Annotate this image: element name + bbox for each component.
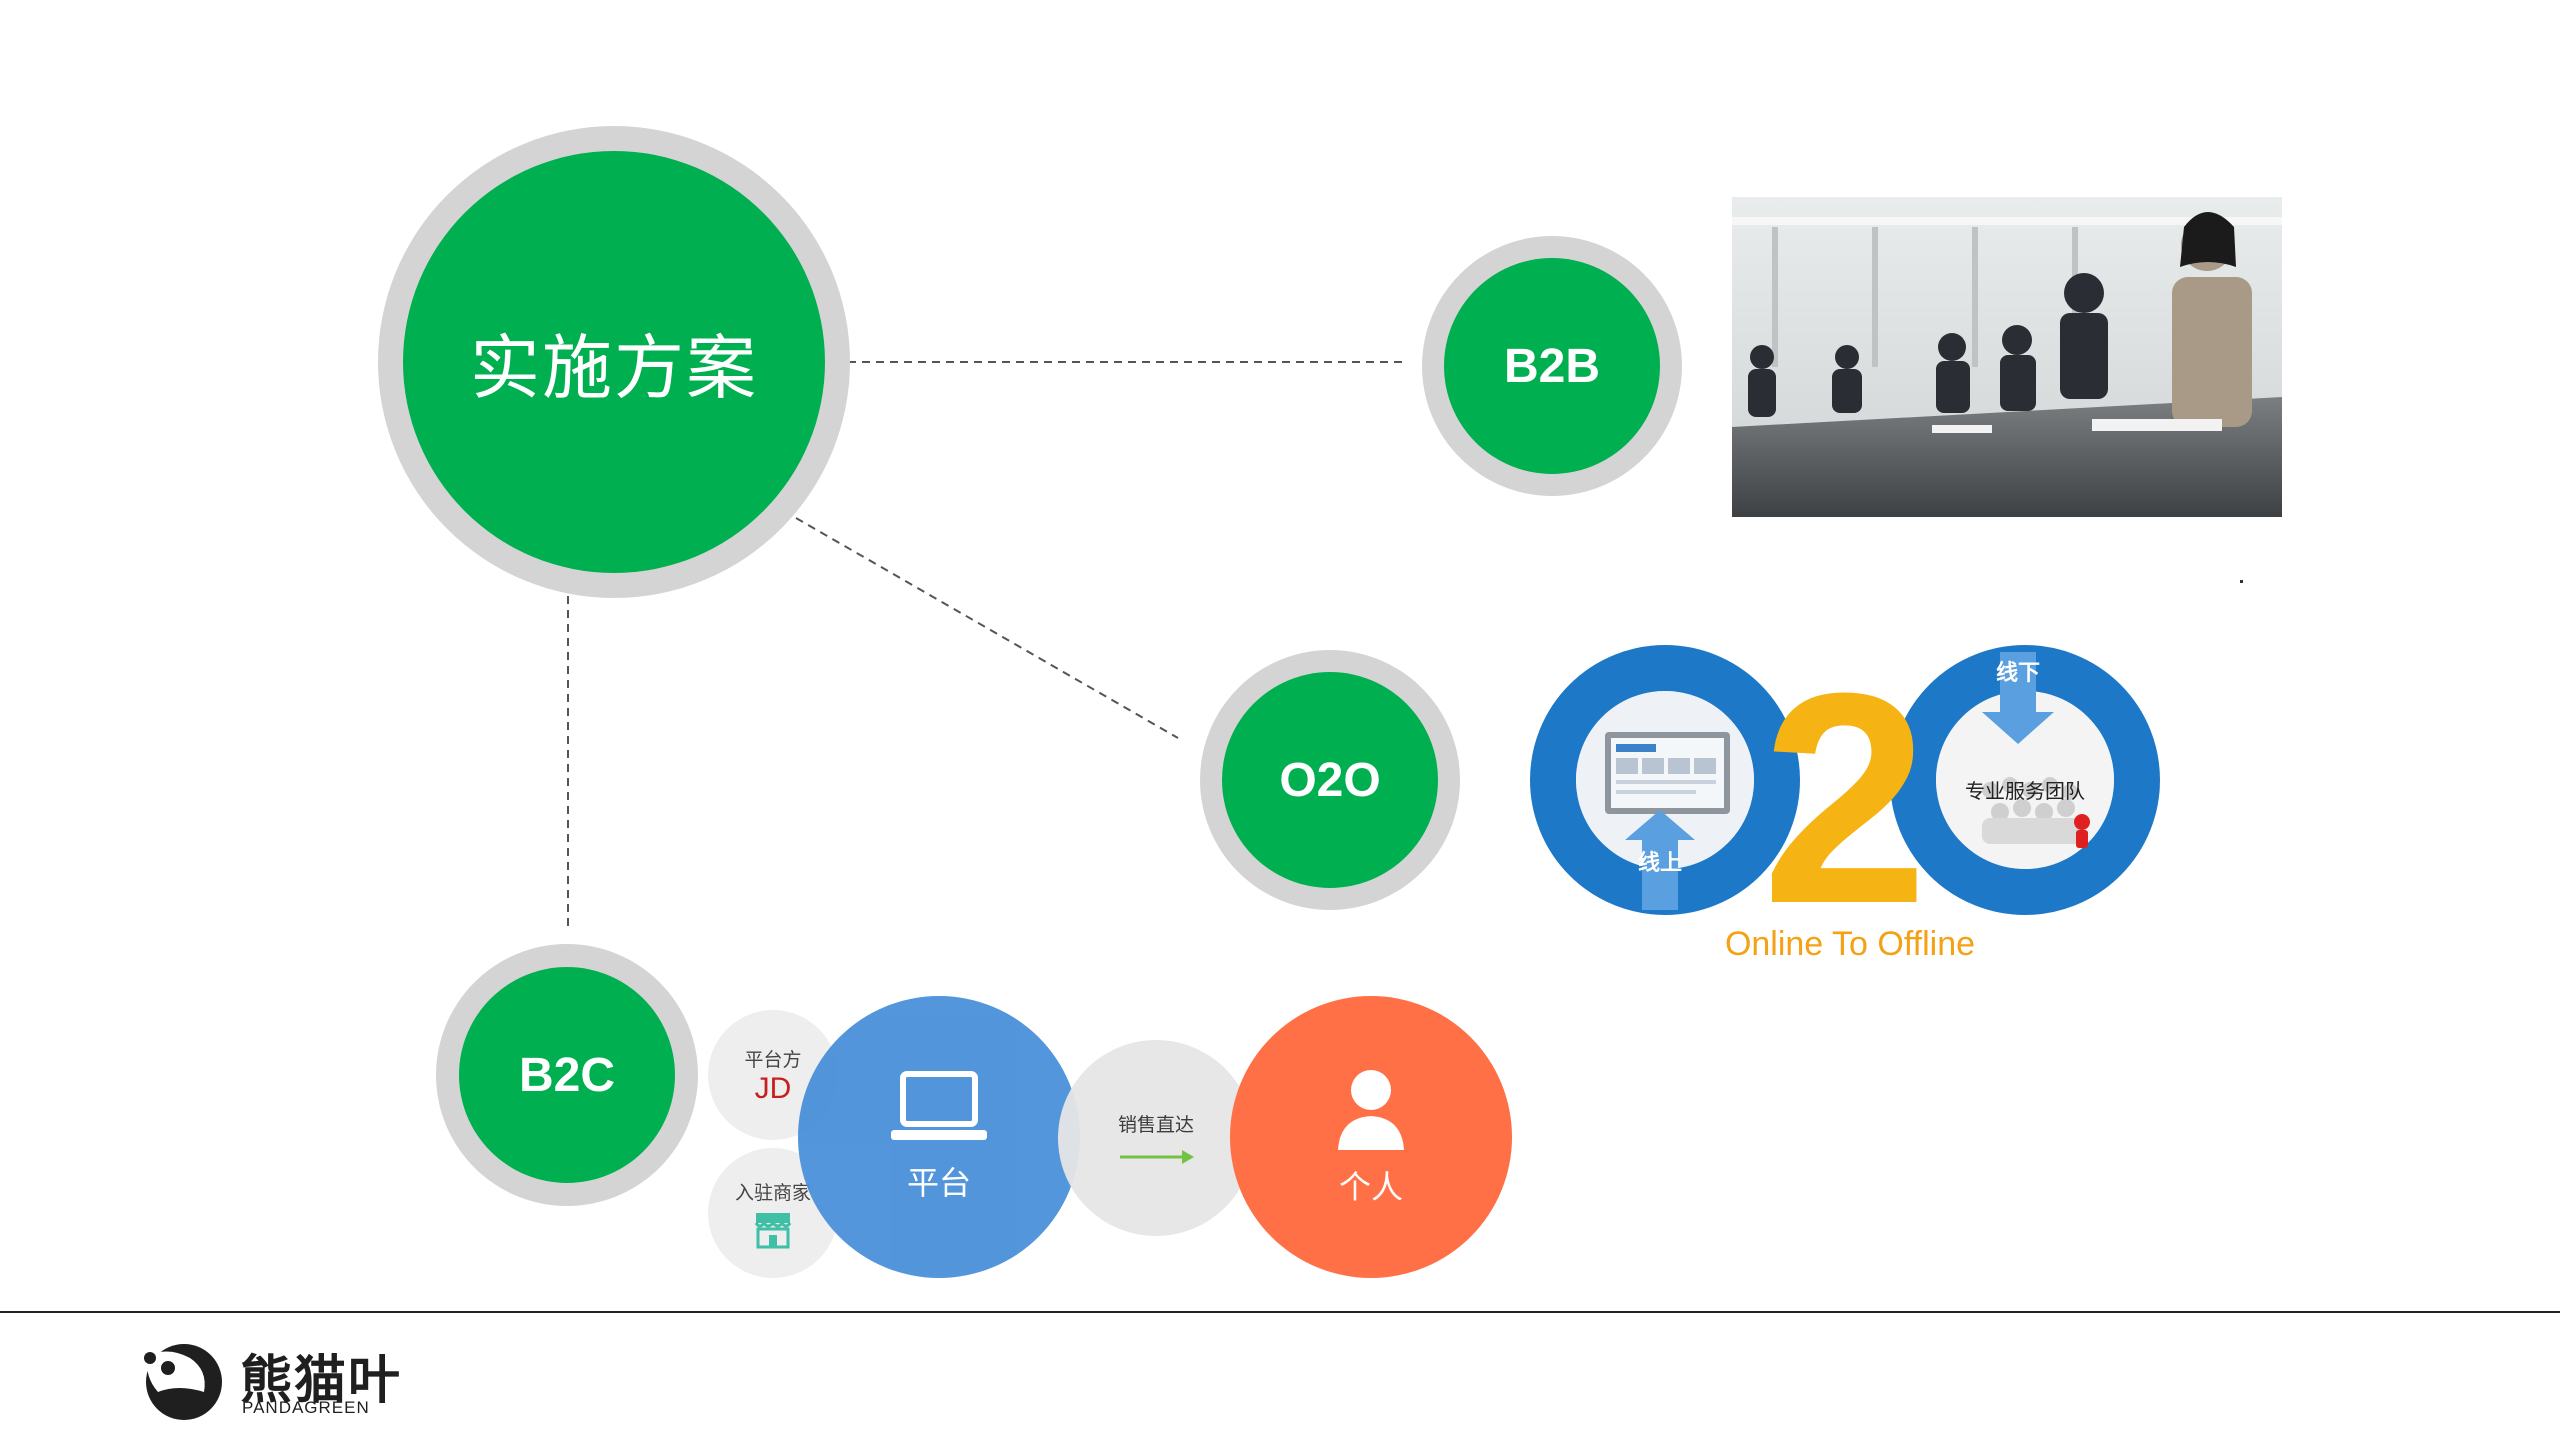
team-label: 专业服务团队	[1965, 780, 2085, 803]
merchant-label: 入驻商家	[734, 1182, 811, 1204]
brand-name-en: PANDAGREEN	[242, 1398, 370, 1417]
brand-name-cn: 熊猫叶	[240, 1352, 403, 1410]
panda-logo-icon	[144, 1344, 222, 1420]
o2o-graphic: 线上 专业服务团队 线下 2 Online To Offline	[1530, 640, 2160, 966]
o2o-label: O2O	[1279, 753, 1381, 807]
b2c-label: B2C	[518, 1048, 616, 1102]
laptop-icon	[891, 1071, 987, 1140]
b2c-node: B2C	[459, 967, 675, 1183]
direct-sales-bubble: 销售直达	[1058, 1040, 1254, 1236]
platform-side-label: 平台方	[744, 1049, 802, 1071]
stray-dot	[2240, 580, 2243, 583]
online-label: 线上	[1638, 850, 1682, 875]
svg-text:2: 2	[1762, 640, 1929, 966]
jd-label: JD	[754, 1071, 792, 1105]
individual-bubble: 个人	[1230, 996, 1512, 1278]
platform-bubble: 平台	[798, 996, 1080, 1278]
platform-label: 平台	[906, 1165, 971, 1201]
footer-divider	[0, 1311, 2560, 1313]
person-icon	[1338, 1070, 1404, 1150]
main-circle-label: 实施方案	[470, 326, 758, 409]
individual-label: 个人	[1338, 1169, 1403, 1205]
direct-sales-label: 销售直达	[1117, 1114, 1194, 1136]
arrow-right-icon	[1120, 1149, 1194, 1164]
b2b-node: B2B	[1444, 258, 1660, 474]
o2o-caption: Online To Offline	[1725, 925, 1975, 963]
meeting-photo	[1732, 197, 2282, 517]
shop-icon	[754, 1212, 792, 1248]
monitor-icon	[1605, 732, 1730, 814]
b2b-label: B2B	[1503, 339, 1601, 393]
main-circle: 实施方案	[403, 151, 825, 573]
o2o-node: O2O	[1222, 672, 1438, 888]
offline-label: 线下	[1996, 660, 2040, 685]
